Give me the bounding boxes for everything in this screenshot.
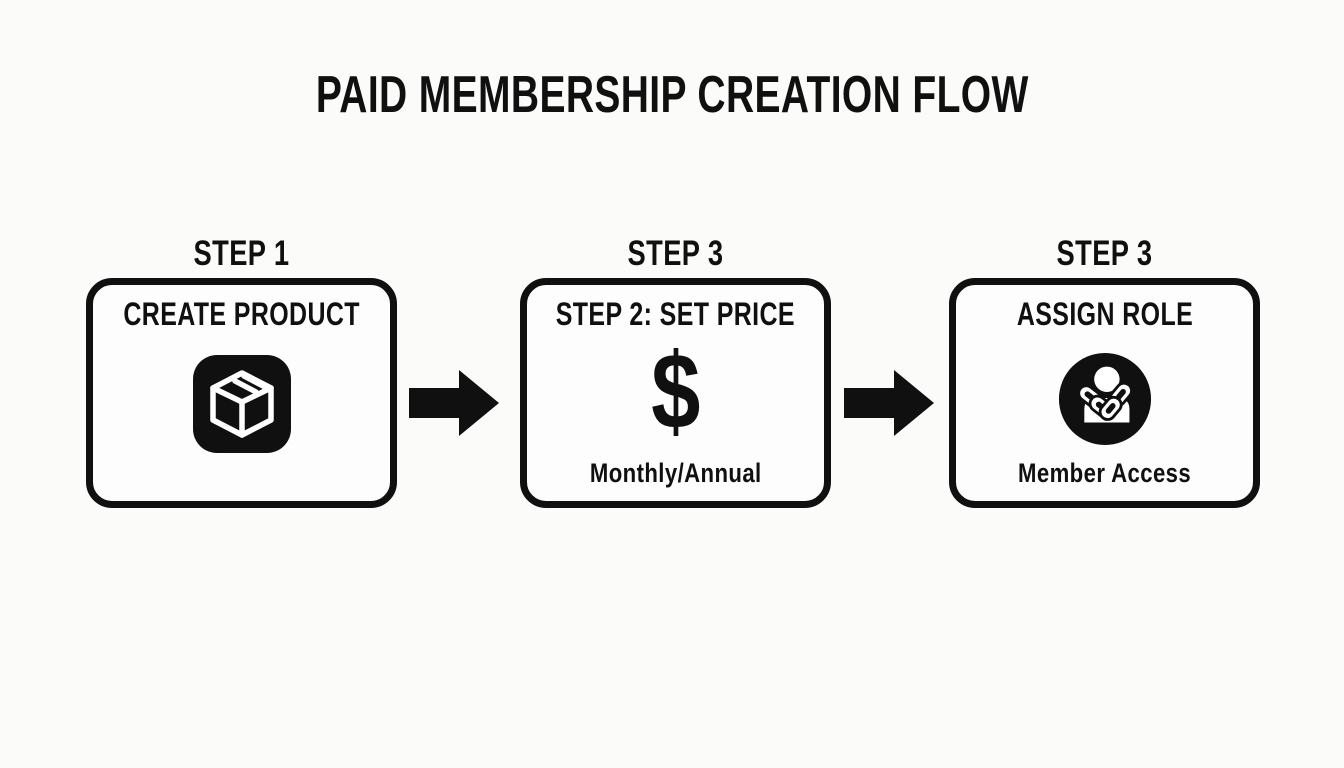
right-arrow-icon xyxy=(409,368,501,443)
member-chain-icon xyxy=(1058,352,1152,451)
step-2-label: STEP 3 xyxy=(627,234,724,273)
step-3-label: STEP 3 xyxy=(1056,234,1153,273)
right-arrow-icon xyxy=(844,368,936,443)
step-2-column: STEP 3 STEP 2: SET PRICE $ Monthly/Annua… xyxy=(520,234,831,508)
step-2-box: STEP 2: SET PRICE $ Monthly/Annual xyxy=(520,278,831,508)
step-1-label: STEP 1 xyxy=(193,234,290,273)
package-box-icon xyxy=(192,354,292,459)
step-2-caption: Monthly/Annual xyxy=(589,458,762,489)
step-1-column: STEP 1 CREATE PRODUCT xyxy=(86,234,397,508)
dollar-sign-glyph: $ xyxy=(650,330,701,451)
page-title-text: PAID MEMBERSHIP CREATION FLOW xyxy=(315,66,1029,124)
step-1-box: CREATE PRODUCT xyxy=(86,278,397,508)
step-3-box: ASSIGN ROLE xyxy=(949,278,1260,508)
step-2-heading: STEP 2: SET PRICE xyxy=(555,296,796,332)
step-3-column: STEP 3 ASSIGN ROLE xyxy=(949,234,1260,508)
page-title: PAID MEMBERSHIP CREATION FLOW xyxy=(0,66,1344,126)
step-3-heading: ASSIGN ROLE xyxy=(1016,296,1193,332)
step-3-caption: Member Access xyxy=(1017,458,1192,489)
step-1-heading: CREATE PRODUCT xyxy=(123,296,360,332)
